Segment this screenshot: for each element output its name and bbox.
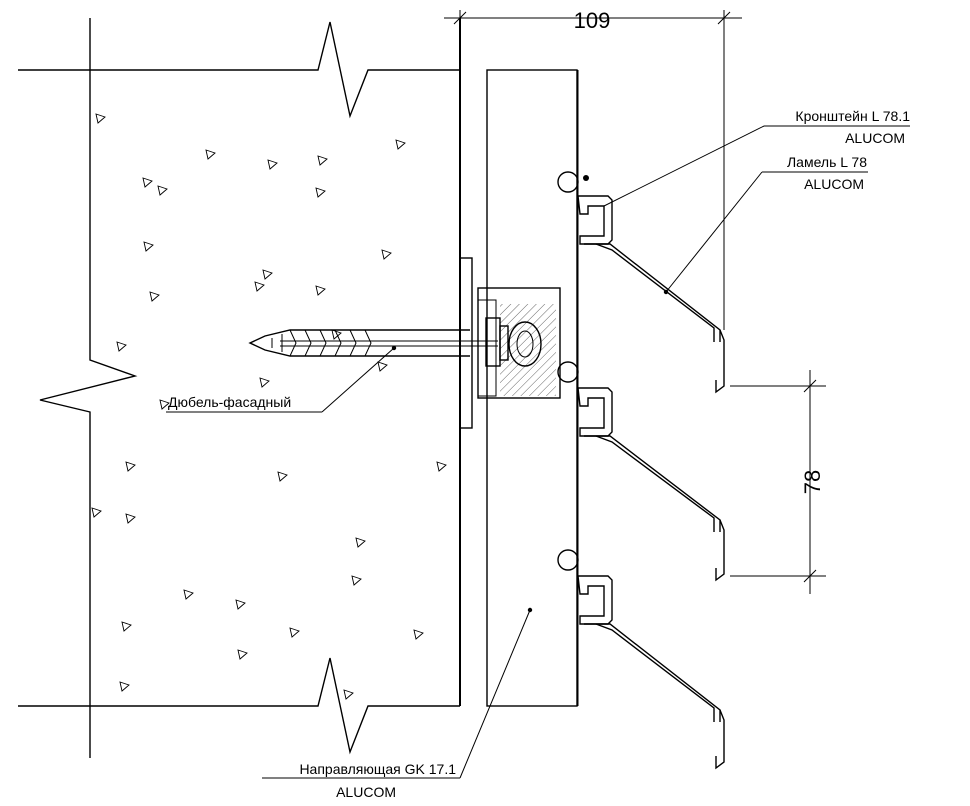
dimension-pitch: 78 (730, 370, 826, 594)
concrete-wall (18, 18, 461, 758)
label-bracket-brand: ALUCOM (845, 130, 905, 146)
leader-dowel: Дюбель-фасадный (166, 345, 397, 413)
dimension-pitch-value: 78 (800, 470, 825, 494)
label-bracket-name: Кронштейн L 78.1 (795, 108, 910, 124)
label-guide-brand: ALUCOM (336, 784, 396, 800)
leader-guide: Направляющая GK 17.1 ALUCOM (262, 607, 533, 800)
label-dowel-name: Дюбель-фасадный (168, 394, 291, 410)
label-lamella-brand: ALUCOM (804, 176, 864, 192)
leader-bracket: Кронштейн L 78.1 ALUCOM (603, 108, 910, 207)
label-lamella-name: Ламель L 78 (787, 154, 867, 170)
dimension-depth-value: 109 (574, 8, 611, 33)
lamella-assembly-1 (557, 171, 725, 394)
label-guide-name: Направляющая GK 17.1 (299, 761, 456, 777)
dimension-depth: 109 (444, 8, 742, 330)
lamella-assembly-2 (557, 361, 725, 582)
lamella-assembly-3 (557, 549, 725, 770)
leader-lamella: Ламель L 78 ALUCOM (663, 154, 868, 295)
